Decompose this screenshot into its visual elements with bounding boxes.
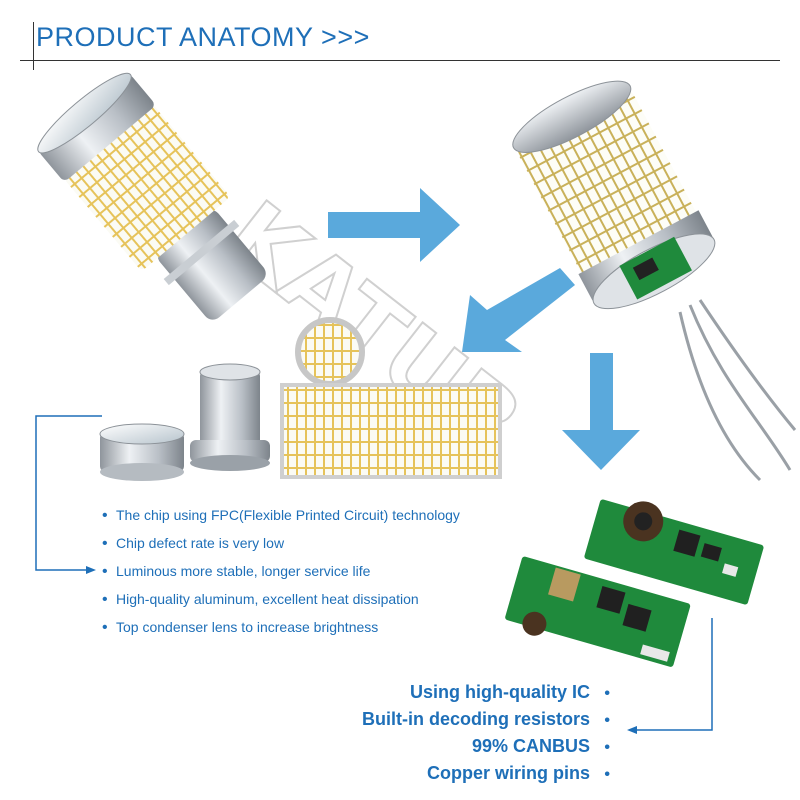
list-item: Built-in decoding resistors • <box>362 707 610 734</box>
list-item: Copper wiring pins • <box>362 761 610 788</box>
arrow-right <box>328 188 460 262</box>
list-item: Using high-quality IC • <box>362 680 610 707</box>
bullet-icon: • <box>102 507 108 524</box>
list-item-text: Top condenser lens to increase brightnes… <box>116 619 379 635</box>
arrow-down <box>562 353 640 470</box>
list-item: 99% CANBUS • <box>362 734 610 761</box>
header-divider <box>20 60 780 61</box>
bullet-icon: • <box>604 739 610 756</box>
list-item-text: Chip defect rate is very low <box>116 535 285 551</box>
list-item: • Luminous more stable, longer service li… <box>102 560 460 588</box>
fpc-led-board-part <box>280 317 502 479</box>
bullet-icon: • <box>604 712 610 729</box>
page-title: PRODUCT ANATOMY >>> <box>36 22 370 52</box>
list-item-text: The chip using FPC(Flexible Printed Circ… <box>116 507 460 523</box>
list-item: • Top condenser lens to increase brightne… <box>102 616 460 644</box>
list-item-text: Luminous more stable, longer service lif… <box>116 563 371 579</box>
callout-bracket-left <box>35 415 102 574</box>
list-item-text: 99% CANBUS <box>471 736 590 756</box>
list-item-text: Built-in decoding resistors <box>361 709 590 729</box>
list-item: • Chip defect rate is very low <box>102 532 460 560</box>
header-divider-tick <box>33 22 34 70</box>
list-item: • The chip using FPC(Flexible Printed Cir… <box>102 504 460 532</box>
aluminum-base-part <box>190 363 270 471</box>
led-bulb-front <box>37 72 266 320</box>
bullet-icon: • <box>102 619 108 636</box>
bullet-icon: • <box>604 766 610 783</box>
bullet-icon: • <box>102 591 108 608</box>
list-item-text: Using high-quality IC <box>410 682 590 702</box>
arrow-down-left <box>462 268 575 352</box>
driver-pcb-front <box>505 556 691 667</box>
bullet-icon: • <box>604 685 610 702</box>
ic-feature-list: Using high-quality IC • Built-in decoding… <box>362 680 610 788</box>
bullet-icon: • <box>102 535 108 552</box>
lens-cap-part <box>99 423 185 481</box>
list-item-text: Copper wiring pins <box>426 763 590 783</box>
list-item-text: High-quality aluminum, excellent heat di… <box>116 591 419 607</box>
list-item: • High-quality aluminum, excellent heat d… <box>102 588 460 616</box>
driver-pcb-top <box>584 499 764 605</box>
feature-list: • The chip using FPC(Flexible Printed Cir… <box>102 504 460 644</box>
led-bulb-bottom-view <box>512 80 797 482</box>
bullet-icon: • <box>102 563 108 580</box>
callout-bracket-right <box>627 618 713 734</box>
